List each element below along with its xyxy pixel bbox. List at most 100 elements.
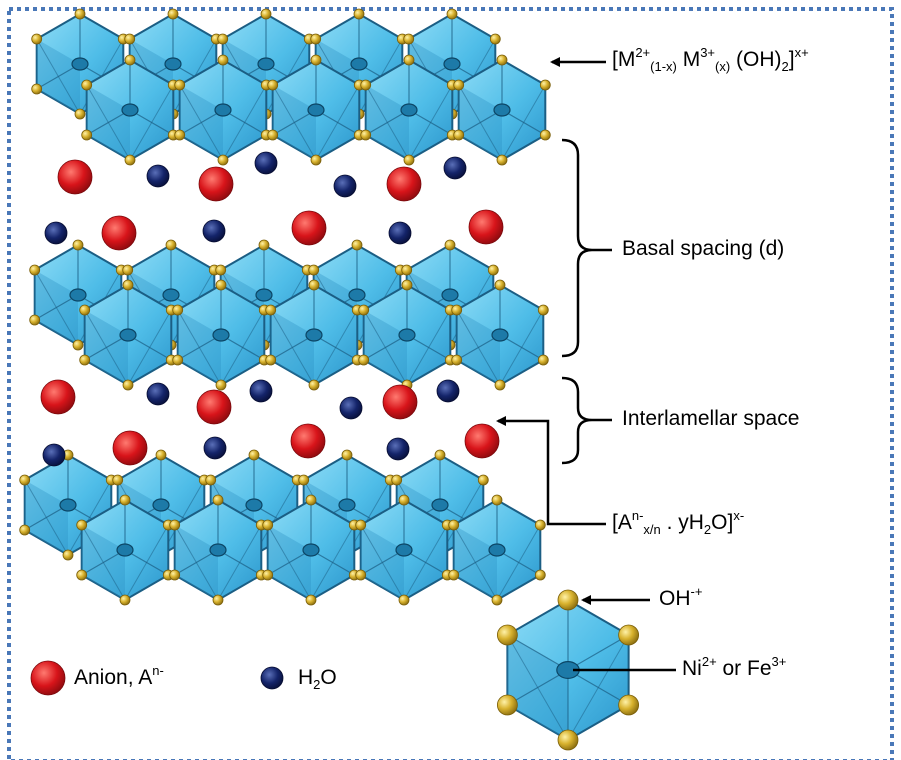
octahedron-shade <box>84 310 128 360</box>
hydroxide-node <box>360 129 372 141</box>
hydroxide-node <box>487 264 499 276</box>
hydroxide-node <box>451 304 463 316</box>
hydroxide-node <box>262 569 274 581</box>
octahedron-edge <box>315 84 360 161</box>
octahedron-shade <box>34 270 78 320</box>
hydroxide-node <box>398 594 410 606</box>
octahedron-shade <box>458 110 502 160</box>
octahedron-edge <box>458 84 503 161</box>
hydroxide-node <box>112 474 124 486</box>
hydroxide-node <box>489 33 501 45</box>
octahedron-edge <box>129 84 174 161</box>
octahedron-edge <box>81 524 126 601</box>
metal-center <box>302 543 320 557</box>
hydroxide-node <box>167 8 179 20</box>
octahedron-shade <box>453 550 497 600</box>
hydroxide-node <box>491 494 503 506</box>
metal-center <box>152 498 170 512</box>
layer-formula-close: ] <box>788 48 795 71</box>
hydroxide-node <box>122 379 134 391</box>
legend-water-o: O <box>320 666 337 689</box>
hydroxide-node <box>391 474 403 486</box>
octahedron-shade <box>453 525 497 575</box>
octahedron-edge <box>270 309 315 386</box>
hydroxide-node <box>262 519 274 531</box>
m3-charge: 3+ <box>700 45 716 60</box>
m3-subscript: (x) <box>715 59 731 74</box>
octahedron-shade <box>179 110 223 160</box>
anion-charge: n- <box>631 508 644 523</box>
water-sphere <box>42 443 66 467</box>
legend-anion-marker <box>30 660 66 696</box>
octahedron-shade <box>81 525 125 575</box>
octahedron-edge <box>36 38 81 115</box>
metal-center <box>121 103 139 117</box>
metal-center <box>443 57 461 71</box>
metal-center <box>398 328 416 342</box>
water-sphere <box>202 219 226 243</box>
hydroxide-layers <box>19 8 551 606</box>
hydroxide-node <box>79 354 91 366</box>
hydroxide-node <box>81 129 93 141</box>
hydroxide-node <box>74 8 86 20</box>
hydroxide-node <box>119 594 131 606</box>
octahedron-edge <box>310 524 355 601</box>
hydroxide-node <box>305 594 317 606</box>
hydroxide-node <box>310 33 322 45</box>
octahedron-edge <box>453 524 498 601</box>
octahedron-edge <box>408 84 453 161</box>
water-sphere <box>44 221 68 245</box>
hydroxide-node <box>451 354 463 366</box>
hydroxide-node <box>124 154 136 166</box>
anion-sphere <box>464 423 500 459</box>
hydroxide-node <box>174 79 186 91</box>
metal-center <box>441 288 459 302</box>
octahedron-shade <box>365 110 409 160</box>
octahedron-edge <box>403 524 448 601</box>
oh-charge: -+ <box>690 584 703 599</box>
octahedron-edge <box>313 309 358 386</box>
hydroxide-node <box>169 569 181 581</box>
single-octahedron <box>496 589 640 751</box>
hydroxide-node <box>355 569 367 581</box>
hydroxide-node <box>205 474 217 486</box>
water-subscript: 2 <box>703 522 712 537</box>
hydroxide-node <box>477 474 489 486</box>
octahedron-shade <box>86 110 130 160</box>
water-sphere <box>249 379 273 403</box>
water-sphere <box>339 396 363 420</box>
octahedron-edge <box>34 269 79 346</box>
hydroxide-node <box>76 569 88 581</box>
metal-center <box>214 103 232 117</box>
hydroxide-node <box>446 8 458 20</box>
octahedron-edge <box>177 309 222 386</box>
octahedron-shade <box>174 550 218 600</box>
hydroxide-node <box>172 304 184 316</box>
octahedron <box>360 54 458 166</box>
metal-center <box>69 288 87 302</box>
hydroxide-node <box>19 474 31 486</box>
octahedron <box>76 494 174 606</box>
octahedron-edge <box>267 524 312 601</box>
octahedron-edge <box>174 524 219 601</box>
hydroxide-node <box>267 129 279 141</box>
octahedron <box>79 279 177 391</box>
octahedron-edge <box>179 84 224 161</box>
octahedron-shade <box>456 310 500 360</box>
octahedron-edge <box>272 84 317 161</box>
nickel-charge: 2+ <box>701 654 717 669</box>
hydroxide-node <box>448 569 460 581</box>
hydroxide-node <box>212 494 224 506</box>
octahedron-shade <box>86 85 130 135</box>
hydroxide-node <box>358 354 370 366</box>
metal-center <box>348 288 366 302</box>
hydroxide-node <box>72 339 84 351</box>
octahedron-edge <box>501 84 546 161</box>
metal-label: Ni2+ or Fe3+ <box>682 654 786 681</box>
hydroxide-node <box>444 239 456 251</box>
hydroxide-node <box>534 519 546 531</box>
octahedron-edge <box>365 84 410 161</box>
octahedron-shade <box>272 110 316 160</box>
hydroxide-node <box>557 729 579 751</box>
